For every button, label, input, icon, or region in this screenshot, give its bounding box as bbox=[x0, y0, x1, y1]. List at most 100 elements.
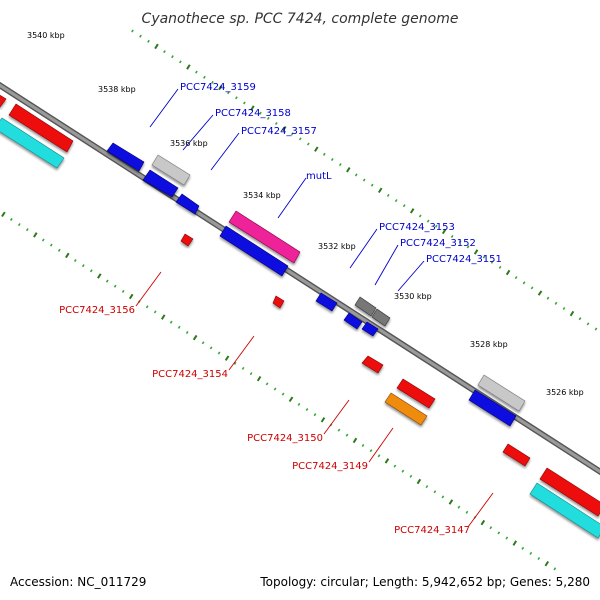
scale-tick-lower bbox=[402, 204, 406, 208]
gene-label[interactable]: mutL bbox=[306, 171, 332, 182]
scale-tick-lower bbox=[537, 290, 543, 296]
scale-tick-upper bbox=[465, 510, 469, 514]
gene-label[interactable]: PCC7424_3151 bbox=[426, 254, 502, 265]
scale-tick-lower bbox=[426, 219, 430, 223]
gene-label[interactable]: PCC7424_3147 bbox=[394, 525, 470, 536]
scale-tick-lower bbox=[298, 137, 302, 141]
gene-label[interactable]: PCC7424_3152 bbox=[400, 238, 476, 249]
scale-tick-upper bbox=[521, 546, 525, 550]
gene-feature-blue[interactable] bbox=[343, 312, 363, 330]
scale-tick-upper bbox=[433, 490, 437, 494]
scale-tick-upper bbox=[145, 305, 149, 309]
scale-tick-lower bbox=[578, 317, 582, 321]
scale-tick-lower bbox=[530, 286, 534, 290]
scale-tick-lower bbox=[482, 255, 486, 259]
scale-tick-upper bbox=[537, 556, 541, 561]
scale-tick-lower bbox=[290, 132, 294, 136]
scale-tick-upper bbox=[425, 485, 429, 489]
scale-tick-lower bbox=[346, 167, 351, 173]
gene-feature-magenta[interactable] bbox=[228, 210, 301, 264]
scale-tick-lower bbox=[554, 301, 558, 305]
gene-feature-red[interactable] bbox=[272, 295, 285, 309]
scale-tick-upper bbox=[97, 273, 102, 279]
leader-line bbox=[349, 228, 378, 269]
scale-tick-lower bbox=[259, 111, 262, 115]
scale-tick-upper bbox=[153, 310, 157, 314]
gene-feature-blue[interactable] bbox=[219, 225, 289, 277]
scale-tick-lower bbox=[466, 245, 470, 249]
scale-tick-upper bbox=[544, 560, 550, 567]
scale-tick-upper bbox=[401, 469, 405, 473]
scale-tick-lower bbox=[473, 249, 479, 255]
scale-label-3530: 3530 kbp bbox=[394, 292, 432, 301]
scale-tick-lower bbox=[243, 101, 246, 105]
scale-tick-upper bbox=[169, 320, 173, 324]
gene-feature-red[interactable] bbox=[539, 467, 600, 517]
scale-tick-upper bbox=[441, 495, 445, 499]
gene-label[interactable]: PCC7424_3149 bbox=[292, 461, 368, 472]
gene-feature-red[interactable] bbox=[0, 94, 7, 108]
scale-tick-lower bbox=[409, 208, 415, 214]
gene-label[interactable]: PCC7424_3150 bbox=[247, 433, 323, 444]
scale-tick-upper bbox=[65, 252, 70, 259]
gene-label[interactable]: PCC7424_3157 bbox=[241, 126, 317, 137]
gene-label[interactable]: PCC7424_3159 bbox=[180, 82, 256, 93]
scale-tick-lower bbox=[458, 240, 462, 244]
scale-tick-lower bbox=[354, 173, 358, 177]
gene-feature-blue[interactable] bbox=[361, 321, 379, 337]
scale-tick-lower bbox=[211, 80, 214, 84]
scale-tick-lower bbox=[441, 228, 447, 235]
scale-tick-upper bbox=[265, 382, 269, 386]
gene-feature-blue[interactable] bbox=[106, 142, 145, 172]
scale-tick-upper bbox=[57, 248, 61, 252]
gene-feature-orange[interactable] bbox=[384, 392, 428, 426]
scale-tick-lower bbox=[314, 146, 319, 152]
scale-tick-lower bbox=[171, 55, 174, 59]
gene-feature-blue[interactable] bbox=[315, 292, 338, 312]
gene-feature-red[interactable] bbox=[396, 378, 436, 409]
genome-summary-text: Topology: circular; Length: 5,942,652 bp… bbox=[259, 575, 590, 589]
scale-tick-lower bbox=[362, 178, 366, 182]
leader-line bbox=[368, 427, 394, 463]
gene-feature-darkgray[interactable] bbox=[354, 296, 377, 317]
gene-feature-red[interactable] bbox=[361, 355, 384, 374]
gene-feature-blue[interactable] bbox=[142, 169, 179, 198]
accession-text: Accession: NC_011729 bbox=[10, 575, 146, 589]
gene-label[interactable]: PCC7424_3153 bbox=[379, 222, 455, 233]
gene-feature-darkgray[interactable] bbox=[371, 308, 391, 327]
gene-feature-blue[interactable] bbox=[175, 193, 200, 215]
gene-feature-gray[interactable] bbox=[151, 154, 191, 186]
scale-tick-upper bbox=[489, 526, 493, 530]
gene-feature-cyan[interactable] bbox=[0, 117, 65, 169]
scale-tick-upper bbox=[233, 361, 237, 365]
scale-tick-upper bbox=[25, 228, 29, 232]
leader-line bbox=[182, 114, 214, 151]
scale-tick-upper bbox=[73, 259, 77, 263]
scale-label-3528: 3528 kbp bbox=[470, 340, 508, 349]
scale-tick-upper bbox=[337, 428, 341, 432]
gene-feature-blue[interactable] bbox=[468, 389, 517, 427]
scale-tick-upper bbox=[297, 402, 301, 406]
scale-tick-lower bbox=[450, 234, 454, 239]
gene-feature-cyan[interactable] bbox=[529, 482, 600, 539]
scale-tick-lower bbox=[546, 296, 550, 300]
gene-feature-red[interactable] bbox=[180, 233, 194, 247]
scale-tick-lower bbox=[562, 306, 566, 310]
scale-tick-upper bbox=[320, 417, 326, 423]
scale-tick-upper bbox=[505, 536, 509, 540]
gene-feature-gray[interactable] bbox=[477, 374, 526, 412]
scale-tick-upper bbox=[217, 351, 221, 355]
gene-label[interactable]: PCC7424_3158 bbox=[215, 108, 291, 119]
gene-feature-red[interactable] bbox=[502, 443, 531, 467]
scale-tick-upper bbox=[457, 505, 461, 509]
scale-tick-upper bbox=[89, 269, 93, 273]
scale-label-3534: 3534 kbp bbox=[243, 191, 281, 200]
gene-label[interactable]: PCC7424_3156 bbox=[59, 305, 135, 316]
scale-tick-lower bbox=[498, 265, 502, 269]
scale-tick-lower bbox=[203, 75, 206, 79]
gene-feature-red[interactable] bbox=[8, 103, 74, 153]
scale-tick-lower bbox=[282, 125, 287, 132]
gene-label[interactable]: PCC7424_3154 bbox=[152, 369, 228, 380]
scale-tick-upper bbox=[241, 366, 245, 370]
